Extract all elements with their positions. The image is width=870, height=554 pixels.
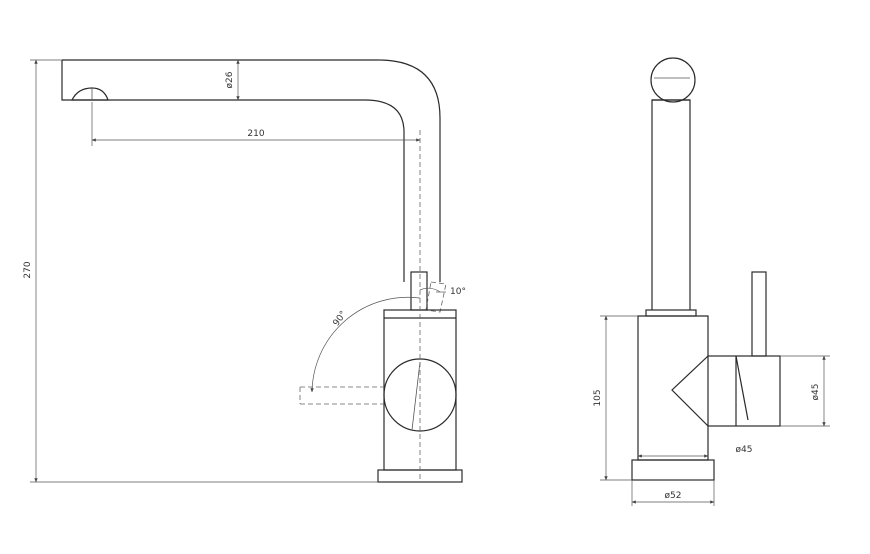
swing-arc <box>310 296 421 393</box>
handle-diameter-label: ø45 <box>811 384 821 401</box>
lever-tilted <box>425 281 447 313</box>
body-height-label: 105 <box>593 389 603 406</box>
side-base <box>631 459 715 481</box>
side-body <box>645 309 697 317</box>
side-lever <box>751 271 767 357</box>
aerator <box>71 87 109 101</box>
side-view: 105 ø45 ø45 ø52 <box>593 57 830 506</box>
front-view: ø26 210 270 90° 10° <box>23 59 466 483</box>
overall-height-label: 270 <box>23 261 33 278</box>
side-handle <box>707 355 781 427</box>
lever-swing-label: 90° <box>332 309 349 328</box>
spout-diameter-label: ø26 <box>225 71 235 88</box>
lever-horizontal <box>299 386 384 405</box>
side-spout <box>651 99 691 310</box>
base-diameter-label: ø52 <box>665 491 682 501</box>
lever-tilt-label: 10° <box>450 287 466 297</box>
spout-outline <box>61 59 441 282</box>
body-diameter-label: ø45 <box>736 445 753 455</box>
spout-reach-label: 210 <box>247 129 264 139</box>
lever-handle <box>410 271 428 311</box>
side-spout-head <box>650 57 696 103</box>
